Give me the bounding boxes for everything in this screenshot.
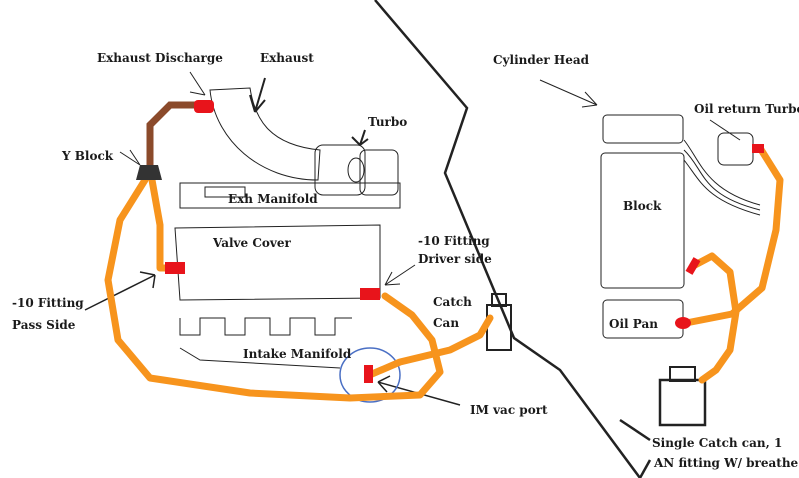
label-y-block: Y Block [61,149,114,163]
turbo-oil-fitting [752,144,764,153]
label-fitting-pass-1: -10 Fitting [12,296,84,310]
driver-side-fitting [360,288,380,300]
hose-turbo-oilpan [682,144,784,327]
vac-port-circle [339,347,401,403]
label-oil-return-turbo: Oil return Turbo [694,102,799,116]
label-valve-cover: Valve Cover [212,236,291,250]
label-single-catch-1: Single Catch can, 1 [652,436,782,450]
label-cylinder-head: Cylinder Head [493,53,590,67]
exhaust-discharge-fitting [194,100,214,113]
hose-vac-catchcan [368,314,494,378]
label-oil-pan: Oil Pan [609,317,658,331]
y-block [136,165,162,180]
cylinder-head-shape [602,114,684,144]
oil-pan-fitting [675,317,691,329]
block-shape [600,152,685,289]
catch-can-shape [486,304,512,351]
label-im-vac-port: IM vac port [470,403,548,417]
label-intake-manifold: Intake Manifold [243,347,352,361]
hose-block-catchcan [691,252,740,384]
label-turbo: Turbo [368,115,407,129]
label-exh-manifold: Exh Manifold [228,192,318,206]
single-catch-can-shape [658,378,707,427]
label-fitting-pass-2: Pass Side [12,318,76,332]
hose-ycross-pass [148,176,174,272]
block-fitting [685,257,701,275]
label-exhaust-discharge: Exhaust Discharge [97,51,223,65]
divider-line [374,0,642,478]
oil-return-turbo-shape [717,132,754,166]
hose-ycross-driver [104,176,444,402]
intake-manifold-shape [179,317,352,336]
exhaust-pipe [209,87,321,181]
label-fitting-driver-2: Driver side [418,252,492,266]
turbo-shape [314,144,366,196]
label-catch-can-2: Can [433,316,459,330]
label-catch-can-1: Catch [433,295,472,309]
exhaust-hose [146,101,204,169]
exh-manifold-shape [179,182,401,209]
vac-port-fitting [364,365,373,383]
label-exhaust: Exhaust [260,51,314,65]
label-single-catch-2: AN fitting W/ breathe [653,456,799,470]
label-fitting-driver-1: -10 Fitting [418,234,490,248]
label-block: Block [623,199,662,213]
pass-side-fitting [165,262,185,274]
